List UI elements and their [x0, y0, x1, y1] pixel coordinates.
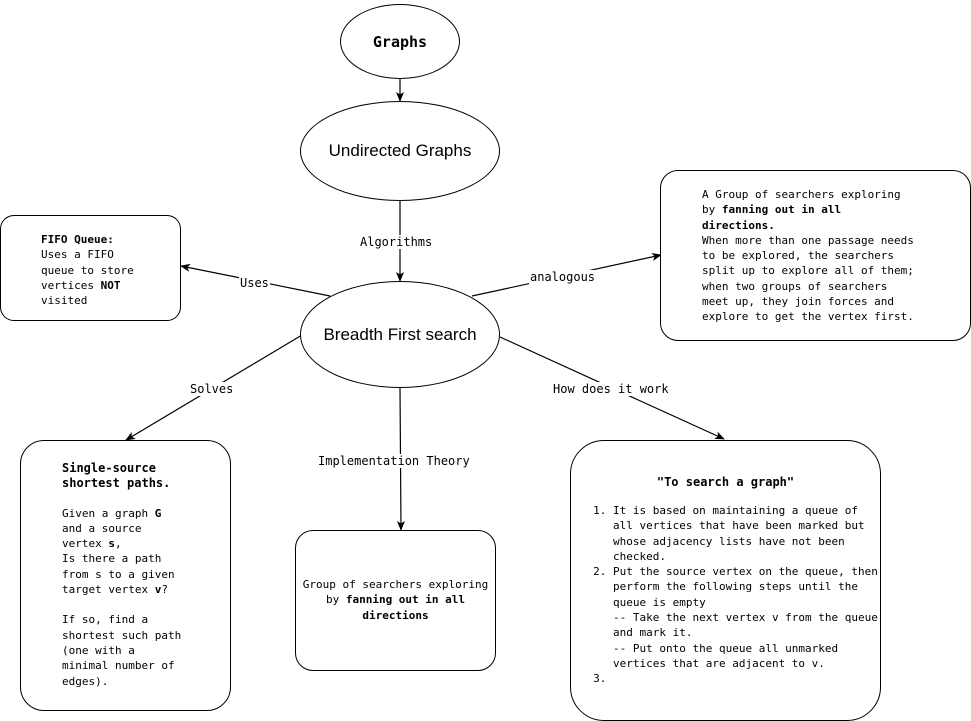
edge-label-solves: Solves [189, 382, 235, 396]
analog-line1: A Group of searchers exploring [702, 188, 901, 201]
impl-line1: Group of searchers exploring [302, 578, 489, 591]
how-step-2b: -- Take the next vertex v from the queue… [613, 611, 878, 640]
how-title: "To search a graph" [656, 475, 795, 489]
analog-line9: explore to get the vertex first. [702, 310, 914, 324]
fifo-line2: queue to store [41, 263, 134, 277]
analog-line4: When more than one passage needs [702, 233, 914, 247]
analog-line7: when two groups of searchers [702, 279, 888, 293]
sssp-a3: (one with a [62, 643, 135, 657]
fifo-line1: Uses a FIFO [41, 248, 114, 262]
analog-line2-bold: fanning out in all [721, 203, 842, 217]
fifo-title: FIFO Queue: [41, 233, 114, 246]
analog-line3: directions. [702, 218, 775, 232]
sssp-a5: edges). [62, 674, 109, 688]
fifo-line4: visited [41, 294, 88, 308]
sssp-q5: from s to a given [62, 567, 175, 581]
sssp-title2: shortest paths. [62, 476, 171, 491]
sssp-q3-pre: vertex [62, 537, 109, 551]
edge-label-uses: Uses [239, 276, 270, 290]
node-graphs: Graphs [340, 4, 460, 79]
node-fifo-queue: FIFO Queue: Uses a FIFO queue to store v… [0, 215, 181, 321]
sssp-q2: and a source [62, 521, 142, 535]
node-breadth-first-search: Breadth First search [300, 281, 500, 388]
sssp-q1-pre: Given a graph [62, 506, 155, 520]
how-step-2a: Put the source vertex on the queue, then… [613, 565, 878, 609]
analog-line5: to be explored, the searchers [702, 249, 895, 263]
sssp-q6-pre: target vertex [62, 583, 155, 597]
how-step-2c: -- Put onto the queue all unmarked verti… [613, 641, 839, 670]
node-bfs-label: Breadth First search [323, 324, 477, 344]
edge-label-how: How does it work [552, 382, 670, 396]
node-graphs-label: Graphs [372, 32, 428, 51]
node-undirected-label: Undirected Graphs [328, 141, 472, 160]
sssp-a4: minimal number of [62, 659, 175, 673]
how-step-1: It is based on maintaining a queue of al… [613, 503, 882, 564]
impl-line2-pre: by [325, 593, 346, 607]
node-implementation: Group of searchers exploring by fanning … [295, 530, 496, 671]
impl-line3: directions [362, 608, 429, 622]
analog-line6: split up to explore all of them; [702, 264, 914, 278]
edge-label-analogous: analogous [529, 270, 597, 284]
sssp-a2: shortest such path [62, 628, 182, 642]
how-step-2: Put the source vertex on the queue, then… [613, 564, 882, 671]
sssp-q3-bold: s [108, 537, 115, 551]
sssp-q6-post: ? [161, 583, 168, 597]
fifo-line3-pre: vertices [41, 278, 101, 292]
impl-line2-bold: fanning out in all [345, 593, 466, 607]
node-single-source-shortest-paths: Single-source shortest paths. Given a gr… [20, 440, 231, 711]
how-steps: It is based on maintaining a queue of al… [597, 503, 882, 687]
sssp-title1: Single-source [62, 461, 156, 475]
sssp-q4: Is there a path [62, 552, 162, 566]
node-how-it-works: "To search a graph" It is based on maint… [570, 440, 881, 721]
sssp-q1-bold: G [154, 506, 162, 520]
how-step-3 [613, 671, 882, 686]
analog-line2-pre: by [702, 203, 722, 217]
edge-label-implementation: Implementation Theory [317, 454, 471, 468]
node-analogy: A Group of searchers exploring by fannin… [660, 170, 971, 341]
sssp-a1: If so, find a [62, 613, 149, 627]
sssp-q6-bold: v [154, 583, 162, 597]
node-undirected-graphs: Undirected Graphs [300, 101, 500, 201]
analog-line8: meet up, they join forces and [702, 295, 895, 309]
edge-label-algorithms: Algorithms [359, 235, 434, 249]
fifo-line3-bold: NOT [100, 278, 121, 292]
sssp-q3-post: , [114, 537, 122, 551]
